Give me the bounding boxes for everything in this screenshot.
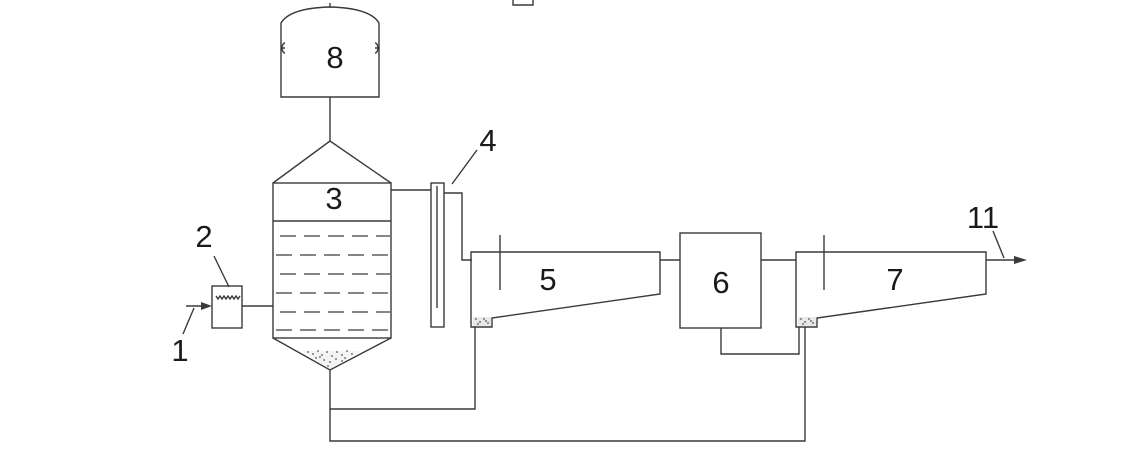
outlet-11-arrow [1014, 256, 1027, 264]
settler-5-body [470, 251, 661, 328]
filter-4-leader [451, 149, 478, 185]
filter-4-outlet-pipe [444, 192, 472, 261]
inlet-1-leader [182, 307, 195, 335]
tank-8-body [280, 6, 380, 98]
settler-7-sludge-grains [800, 318, 814, 325]
label-7: 7 [886, 262, 903, 297]
unit-6-return-line [720, 327, 800, 355]
sludge-return-line-7 [329, 327, 806, 442]
device-2-body [211, 285, 243, 329]
label-6: 6 [712, 265, 729, 300]
label-5: 5 [539, 262, 556, 297]
tank-8-left-handle [281, 42, 286, 54]
reactor-3-liquid-dashes [276, 235, 390, 331]
settler-7-body [795, 251, 987, 328]
top-edge-fragment [512, 0, 534, 6]
inlet-1-arrow [201, 302, 212, 310]
settler-5-sludge [473, 317, 491, 326]
filter-4-body [430, 182, 445, 328]
settler-7-sludge [798, 317, 816, 326]
outlet-11-leader [992, 230, 1005, 259]
device-2-spring [215, 294, 241, 301]
reactor-3-shell [272, 182, 392, 339]
label-2: 2 [195, 219, 212, 254]
label-4: 4 [479, 123, 496, 158]
reactor-3-sediment [303, 350, 359, 369]
tank-8 [280, 3, 380, 141]
reactor-3-top-cone [272, 140, 392, 184]
device-2-leader [213, 255, 230, 288]
device-2 [211, 255, 273, 329]
inlet-1 [182, 302, 212, 335]
label-3: 3 [325, 181, 342, 216]
settler-5 [470, 235, 680, 328]
filter-4 [391, 149, 478, 328]
tank-8-right-handle [374, 42, 379, 54]
sludge-return-line-5 [329, 327, 476, 410]
label-8: 8 [326, 40, 343, 75]
reactor-3 [272, 140, 392, 371]
label-1: 1 [171, 333, 188, 368]
label-11: 11 [967, 200, 999, 235]
unit-6 [679, 232, 800, 355]
settler-7 [795, 235, 987, 328]
settler-5-sludge-grains [475, 318, 489, 325]
outlet-11 [986, 230, 1027, 264]
